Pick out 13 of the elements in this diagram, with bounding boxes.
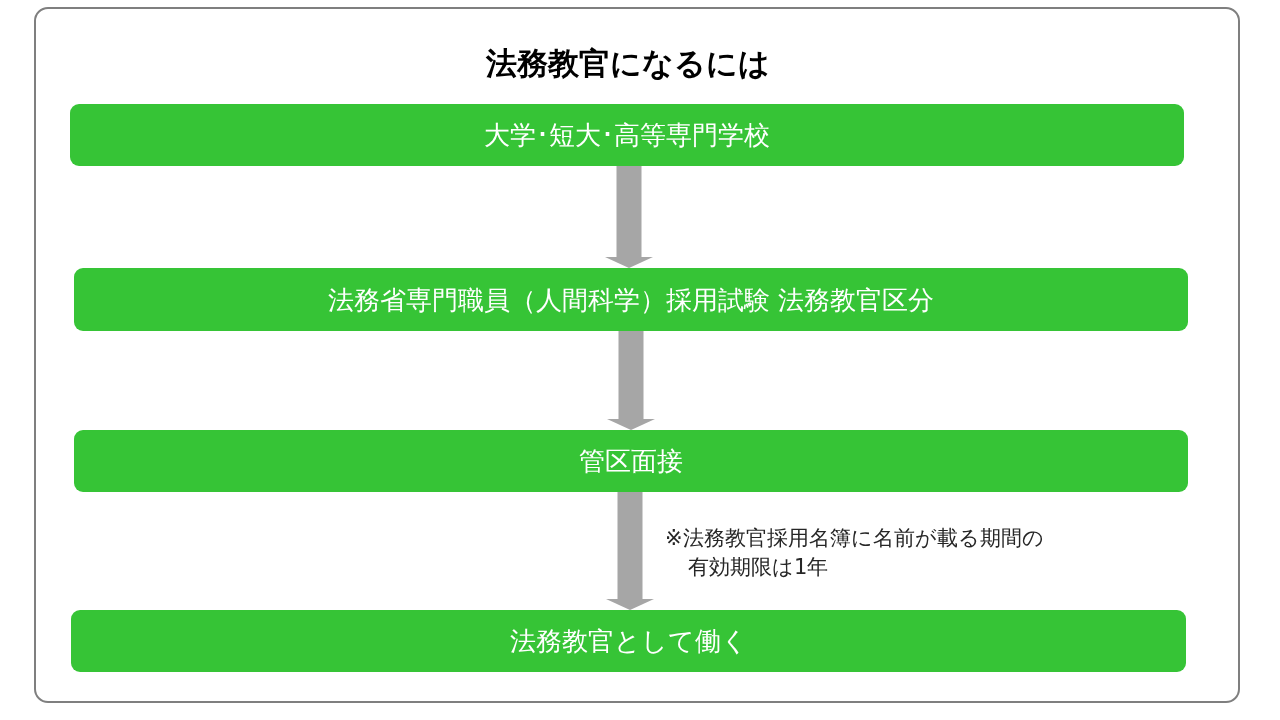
- note-text: ※法務教官採用名簿に名前が載る期間の有効期限は1年: [665, 525, 1045, 581]
- arrow: [605, 166, 653, 268]
- step-label: 法務教官として働く: [509, 625, 748, 658]
- step-box: [74, 268, 1188, 331]
- step-label: 大学･短大･高等専門学校: [484, 119, 770, 152]
- arrow: [606, 492, 654, 610]
- step-box: [74, 430, 1188, 492]
- step-box: [70, 104, 1184, 166]
- title: 法務教官になるには: [486, 44, 770, 83]
- arrow: [607, 331, 655, 430]
- step-label: 法務省専門職員（人間科学）採用試験 法務教官区分: [327, 283, 935, 317]
- step-box: [71, 610, 1186, 672]
- step-label: 管区面接: [579, 445, 683, 478]
